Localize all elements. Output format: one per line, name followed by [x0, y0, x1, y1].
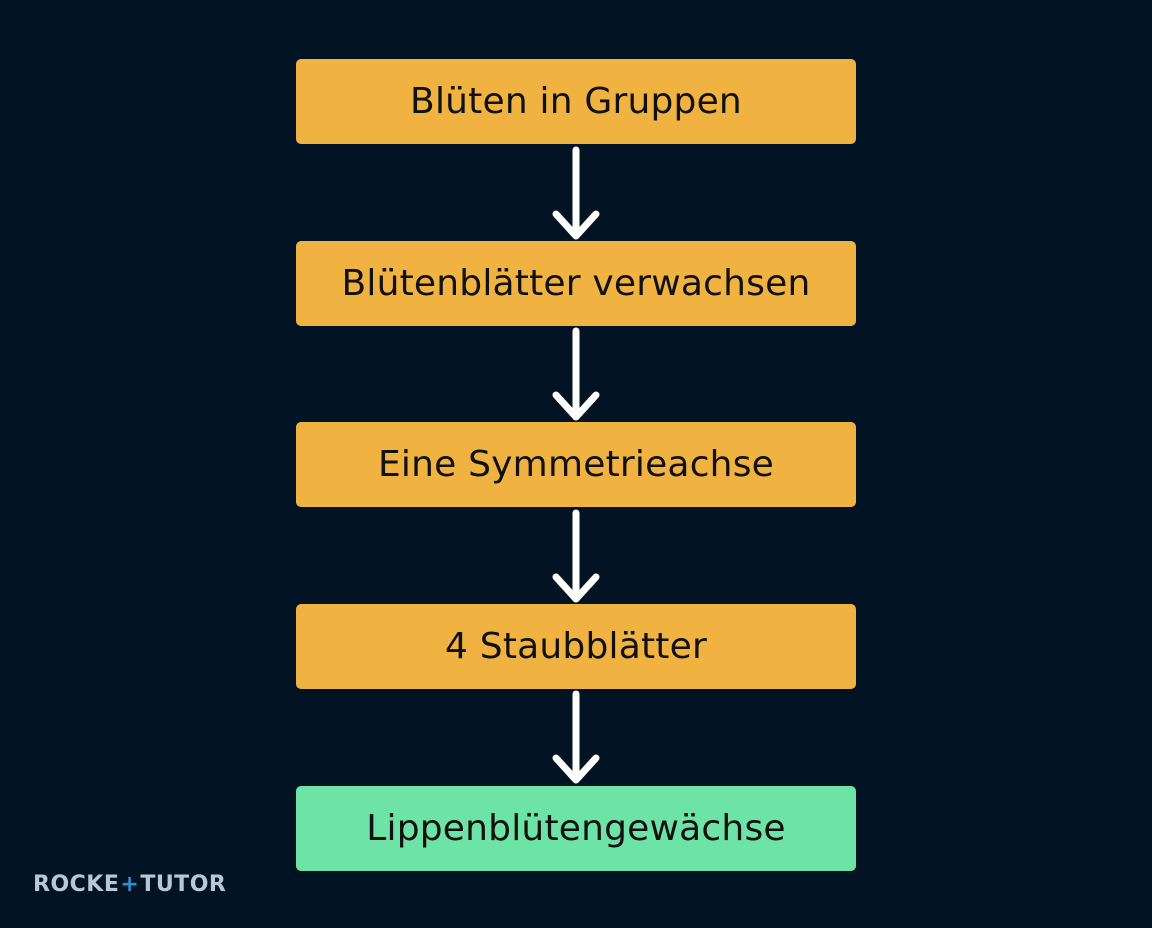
- flow-step-blutenblatter-verwachsen: Blütenblätter verwachsen: [296, 241, 856, 326]
- flow-result-lippenblutengewachse: Lippenblütengewächse: [296, 786, 856, 871]
- down-arrow-icon: [552, 327, 600, 421]
- flow-step-label: Blütenblätter verwachsen: [341, 263, 811, 304]
- flow-step-eine-symmetrieachse: Eine Symmetrieachse: [296, 422, 856, 507]
- logo-text-left: ROCKE: [33, 871, 120, 897]
- rocket-tutor-logo: ROCKE + TUTOR: [33, 871, 226, 897]
- down-arrow-icon: [552, 690, 600, 784]
- down-arrow-icon: [552, 146, 600, 240]
- flow-step-4-staubblatter: 4 Staubblätter: [296, 604, 856, 689]
- logo-text-right: TUTOR: [140, 871, 227, 897]
- flow-result-label: Lippenblütengewächse: [366, 808, 786, 849]
- logo-plus-icon: +: [120, 871, 140, 897]
- flow-step-label: 4 Staubblätter: [445, 626, 707, 667]
- flow-step-label: Eine Symmetrieachse: [377, 444, 775, 485]
- down-arrow-icon: [552, 509, 600, 603]
- flow-step-bluten-in-gruppen: Blüten in Gruppen: [296, 59, 856, 144]
- flow-step-label: Blüten in Gruppen: [410, 81, 742, 122]
